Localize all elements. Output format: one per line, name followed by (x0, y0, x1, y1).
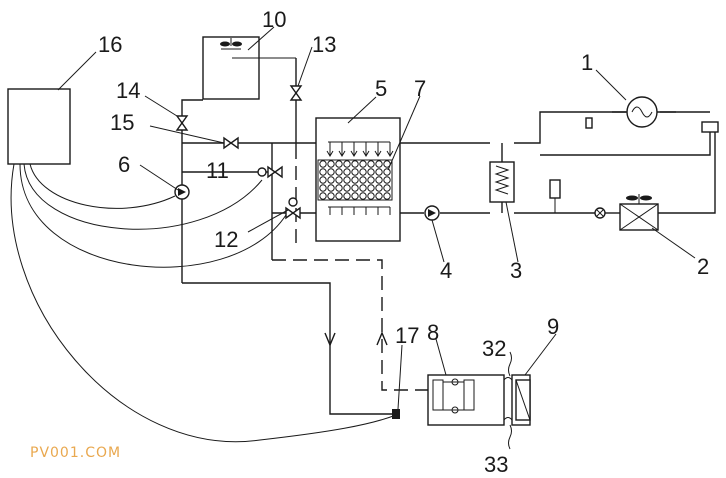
valve-11 (257, 165, 283, 179)
watermark: PV001.COM (30, 445, 121, 461)
matrix-cell (375, 192, 383, 200)
label-14: 14 (116, 78, 140, 103)
right-circuit (400, 111, 716, 219)
matrix-cell (359, 192, 367, 200)
matrix-7 (317, 159, 393, 201)
matrix-cell (327, 192, 335, 200)
matrix-cell (327, 176, 335, 184)
label-32: 32 (482, 336, 506, 361)
exchanger-3 (489, 161, 515, 203)
label-33: 33 (484, 452, 508, 477)
pump-6 (174, 184, 190, 200)
matrix-cell (327, 184, 335, 192)
spray-arrows (326, 141, 394, 157)
fan-coil-2 (619, 194, 659, 231)
matrix-cell (335, 160, 343, 168)
matrix-cell (375, 160, 383, 168)
matrix-cell (351, 160, 359, 168)
module-8 (427, 374, 505, 426)
leader-lines (57, 26, 696, 410)
label-6: 6 (118, 152, 130, 177)
label-16: 16 (98, 32, 122, 57)
matrix-cell (351, 168, 359, 176)
panel-9 (511, 374, 531, 426)
matrix-cell (343, 192, 351, 200)
label-7: 7 (414, 76, 426, 101)
matrix-cell (319, 184, 327, 192)
control-cables (10, 163, 397, 443)
matrix-cell (335, 192, 343, 200)
matrix-cell (351, 192, 359, 200)
component-labels: 1 2 3 4 5 6 7 8 9 10 11 12 13 14 15 16 1… (98, 7, 709, 477)
label-1: 1 (581, 50, 593, 75)
matrix-cell (359, 184, 367, 192)
valve-13 (289, 85, 303, 101)
matrix-cell (367, 168, 375, 176)
label-5: 5 (375, 76, 387, 101)
label-10: 10 (262, 7, 286, 32)
spray-arrow-head (350, 150, 358, 157)
compressor-1 (585, 96, 719, 133)
matrix-cell (319, 176, 327, 184)
matrix-cell (383, 184, 391, 192)
spray-arrow-head (326, 150, 334, 157)
label-15: 15 (110, 110, 134, 135)
matrix-cell (335, 176, 343, 184)
valve-12 (285, 197, 301, 220)
spray-arrow-head (386, 150, 394, 157)
pump-4 (424, 205, 440, 221)
matrix-cell (327, 168, 335, 176)
matrix-cell (383, 176, 391, 184)
spray-arrow-head (374, 150, 382, 157)
matrix-cell (375, 184, 383, 192)
spray-arrow-head (362, 150, 370, 157)
matrix-cell (367, 184, 375, 192)
label-8: 8 (427, 320, 439, 345)
tank-fan-icon (220, 38, 242, 50)
matrix-cell (359, 160, 367, 168)
matrix-cell (367, 160, 375, 168)
matrix-cell (335, 184, 343, 192)
matrix-cell (359, 176, 367, 184)
flow-arrows (324, 331, 388, 347)
spray-arrow-head (338, 150, 346, 157)
matrix-cell (343, 168, 351, 176)
matrix-cell (335, 168, 343, 176)
matrix-cell (343, 160, 351, 168)
label-12: 12 (214, 227, 238, 252)
label-13: 13 (312, 32, 336, 57)
matrix-cell (383, 192, 391, 200)
label-11: 11 (206, 158, 229, 183)
valve-15 (223, 136, 239, 150)
matrix-cell (351, 184, 359, 192)
matrix-cell (383, 168, 391, 176)
label-2: 2 (697, 254, 709, 279)
matrix-cell (327, 160, 335, 168)
matrix-cell (367, 176, 375, 184)
matrix-cell (319, 192, 327, 200)
matrix-cell (375, 168, 383, 176)
sensor-17 (392, 409, 400, 419)
matrix-cell (319, 160, 327, 168)
label-3: 3 (510, 258, 522, 283)
matrix-cell (343, 176, 351, 184)
matrix-cell (351, 176, 359, 184)
unit-5 (315, 117, 401, 242)
tank-10 (202, 36, 296, 100)
label-4: 4 (440, 258, 452, 283)
label-9: 9 (547, 314, 559, 339)
valve-14 (175, 115, 189, 131)
matrix-cell (359, 168, 367, 176)
matrix-cell (319, 168, 327, 176)
matrix-cell (375, 176, 383, 184)
water-pipes-left (181, 58, 428, 415)
controller-16 (7, 88, 71, 165)
label-17: 17 (395, 323, 419, 348)
matrix-cell (367, 192, 375, 200)
nozzle-ticks (328, 206, 391, 215)
matrix-cell (343, 184, 351, 192)
